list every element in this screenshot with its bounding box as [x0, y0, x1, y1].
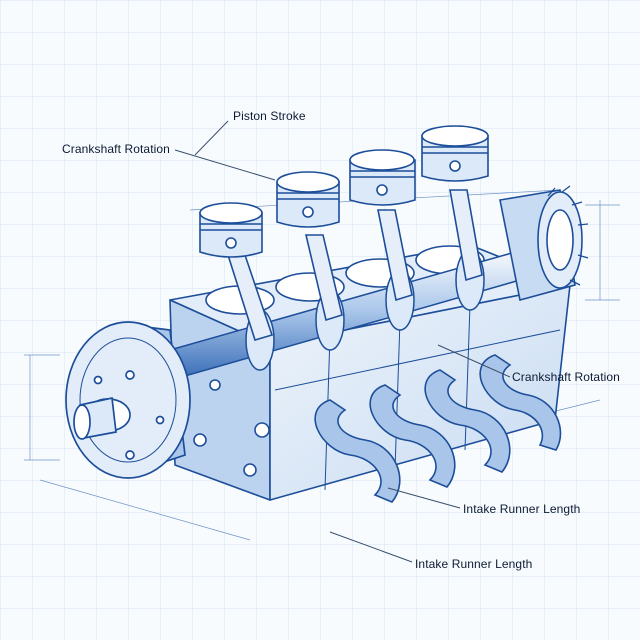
intake-runners — [314, 354, 562, 503]
piston-1 — [199, 202, 263, 258]
rear-gear-housing — [499, 185, 589, 301]
connecting-rods — [226, 189, 483, 341]
piston-2 — [276, 171, 340, 228]
flywheel — [65, 321, 191, 479]
label-intake-runner-length-1: Intake Runner Length — [463, 502, 581, 516]
label-intake-runner-length-2: Intake Runner Length — [415, 557, 533, 571]
label-piston-stroke: Piston Stroke — [233, 109, 306, 123]
pistons — [199, 125, 489, 258]
label-crankshaft-rotation-right: Crankshaft Rotation — [512, 370, 620, 384]
piston-3 — [349, 149, 416, 206]
piston-4 — [421, 125, 489, 182]
label-crankshaft-rotation-left: Crankshaft Rotation — [62, 142, 170, 156]
leader-lines — [174, 120, 511, 563]
